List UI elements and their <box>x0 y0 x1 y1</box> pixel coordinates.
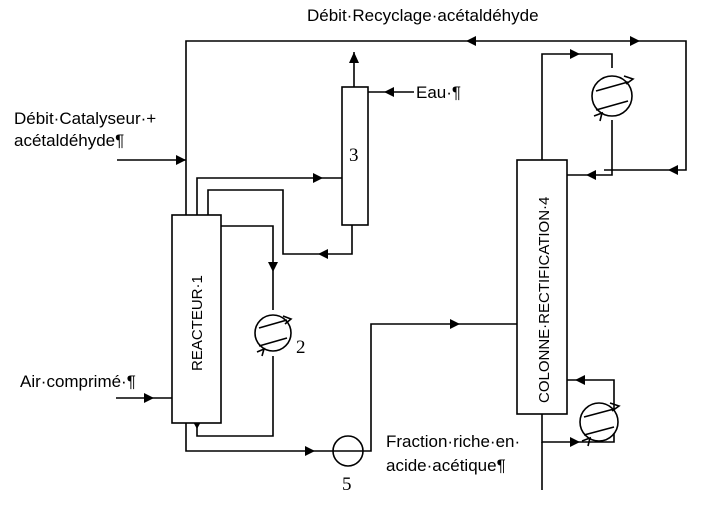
arrow-air <box>144 393 154 403</box>
catalyst-label-line1: Débit·Catalyseur·+ <box>14 109 156 128</box>
heat-exchanger-2-icon <box>254 314 293 357</box>
number-3-label: 3 <box>349 145 359 166</box>
top-condenser-icon <box>591 75 635 122</box>
arrow-to-3 <box>313 173 323 183</box>
rectification-column <box>516 159 568 415</box>
reactor-to-pump-line <box>185 423 333 452</box>
reactor-loop-top <box>221 225 274 310</box>
water-label: Eau·¶ <box>416 83 461 102</box>
reactor-loop-bottom <box>196 356 274 437</box>
arrow-recycle-2 <box>630 36 640 46</box>
arrow-reboiler-return <box>575 375 585 385</box>
arrow-catalyst <box>176 155 186 165</box>
arrow-recycle-1 <box>466 36 476 46</box>
arrow-condenser-return <box>586 170 596 180</box>
reactor-label: REACTEUR·1 <box>189 275 206 371</box>
exchanger-3 <box>341 86 369 226</box>
arrow-column-top <box>570 49 580 59</box>
air-label: Air·comprimé·¶ <box>20 372 136 391</box>
arrow-reboiler <box>570 437 580 447</box>
arrow-pump <box>305 446 315 456</box>
arrow-loop-top <box>268 262 278 272</box>
arrow-recycle-3 <box>668 165 678 175</box>
arrow-feed-column <box>450 319 460 329</box>
recycle-label: Débit·Recyclage·acétaldéhyde <box>307 6 539 25</box>
arrow-return-3 <box>318 249 328 259</box>
arrow-vent <box>349 52 359 63</box>
arrow-water <box>384 87 394 97</box>
fraction-label-line2: acide·acétique¶ <box>386 456 506 475</box>
recycle-line <box>185 40 687 215</box>
number-2-label: 2 <box>296 337 306 358</box>
number-5-label: 5 <box>342 474 352 495</box>
reactor-to-3-line <box>196 177 343 215</box>
reboiler-line <box>541 379 615 443</box>
reactor-to-3-line-b <box>207 189 353 255</box>
fraction-label-line1: Fraction·riche·en· <box>386 432 520 451</box>
reboiler-icon <box>579 402 621 447</box>
pump-to-column-line <box>363 323 517 452</box>
catalyst-label-line2: acétaldéhyde¶ <box>14 131 124 150</box>
column-label: COLONNE·RECTIFICATION·4 <box>536 197 553 403</box>
reactor-vessel <box>171 214 222 424</box>
pump-5-icon <box>332 435 364 467</box>
